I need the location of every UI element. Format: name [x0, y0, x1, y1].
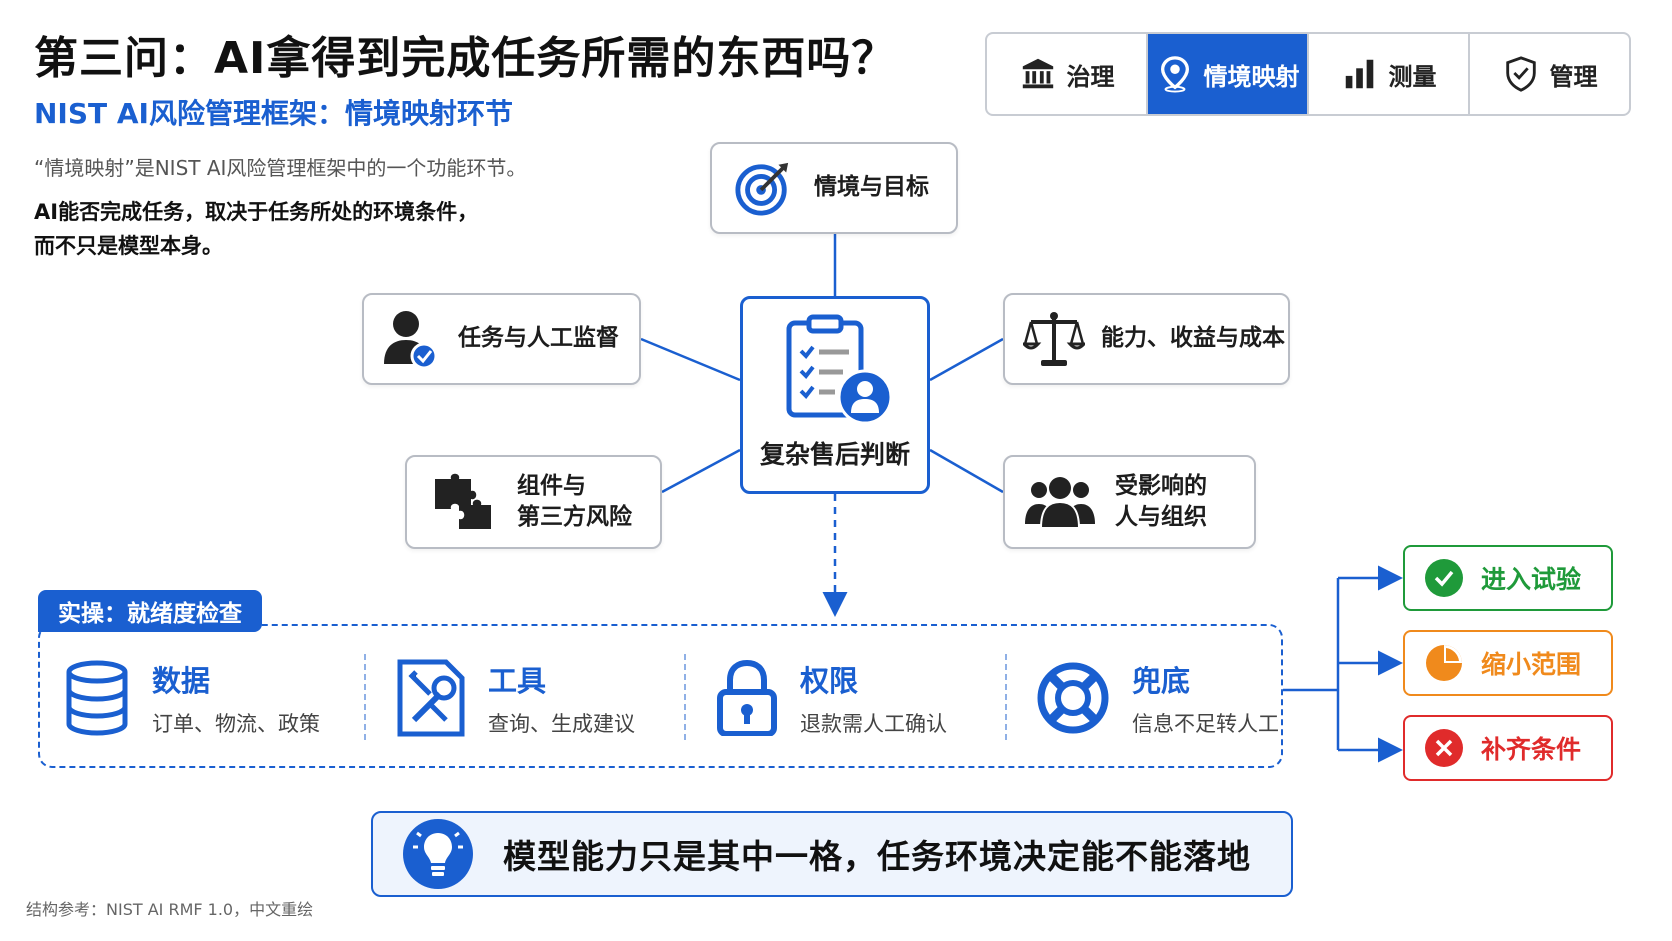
- readiness-desc: 退款需人工确认: [800, 712, 947, 736]
- node-label: 任务与人工监督: [458, 325, 619, 352]
- readiness-title: 工具: [488, 664, 547, 698]
- intro-text-3: 而不只是模型本身。: [34, 234, 223, 258]
- outcome-enter-trial[interactable]: 进入试验: [1403, 545, 1613, 611]
- intro-text-2: AI能否完成任务，取决于任务所处的环境条件，: [34, 200, 479, 224]
- institution-icon: [1022, 58, 1053, 89]
- readiness-tag: 实操：就绪度检查: [38, 590, 262, 632]
- outcome-narrow-scope[interactable]: 缩小范围: [1403, 630, 1613, 696]
- shield-check-icon: [1505, 56, 1536, 92]
- readiness-title: 数据: [152, 664, 211, 698]
- node-affected-people: 受影响的 人与组织: [1003, 455, 1256, 549]
- conclusion-banner: 模型能力只是其中一格，任务环境决定能不能落地: [371, 811, 1293, 897]
- readiness-item-data: 数据 订单、物流、政策: [64, 648, 320, 748]
- node-task-oversight: 任务与人工监督: [362, 293, 641, 385]
- conclusion-text: 模型能力只是其中一格，任务环境决定能不能落地: [503, 837, 1251, 876]
- check-icon: [1425, 559, 1463, 597]
- group-icon: [1025, 477, 1095, 529]
- user-check-icon: [384, 311, 438, 370]
- node-label: 能力、收益与成本: [1101, 325, 1285, 352]
- readiness-item-fallback: 兜底 信息不足转人工: [1036, 648, 1279, 748]
- database-icon: [66, 660, 128, 736]
- puzzle-icon: [435, 473, 491, 529]
- readiness-desc: 信息不足转人工: [1132, 712, 1279, 736]
- readiness-frame: [38, 624, 1283, 768]
- intro-text-1: “情境映射”是NIST AI风险管理框架中的一个功能环节。: [34, 156, 527, 180]
- page-title: 第三问：AI拿得到完成任务所需的东西吗？: [34, 33, 897, 84]
- node-context-goals: 情境与目标: [710, 142, 958, 234]
- tab-label: 管理: [1549, 62, 1598, 91]
- node-label-line1: 受影响的: [1115, 472, 1207, 499]
- lifebuoy-icon: [1037, 662, 1109, 734]
- node-label-line1: 组件与: [517, 472, 586, 499]
- framework-tabs: 治理 情境映射 测量 管理: [985, 32, 1631, 116]
- readiness-item-permission: 权限 退款需人工确认: [716, 648, 947, 748]
- node-label-line2: 人与组织: [1115, 504, 1207, 530]
- tools-icon: [397, 659, 465, 737]
- readiness-desc: 订单、物流、政策: [152, 712, 320, 736]
- lightbulb-icon: [403, 819, 473, 889]
- page-subtitle: NIST AI风险管理框架：情境映射环节: [34, 97, 513, 130]
- node-center: 复杂售后判断: [740, 296, 930, 494]
- x-icon: [1425, 729, 1463, 767]
- bar-chart-icon: [1345, 59, 1373, 89]
- tab-label: 治理: [1066, 62, 1115, 91]
- node-label: 情境与目标: [814, 174, 929, 201]
- outcome-label: 补齐条件: [1481, 735, 1582, 764]
- center-label: 复杂售后判断: [759, 440, 910, 469]
- tab-govern[interactable]: 治理: [987, 34, 1148, 114]
- node-label-line2: 第三方风险: [517, 504, 632, 530]
- readiness-item-tools: 工具 查询、生成建议: [396, 648, 635, 748]
- checklist-person-icon: [786, 314, 891, 425]
- outcome-label: 缩小范围: [1481, 650, 1582, 679]
- outcome-fill-conditions[interactable]: 补齐条件: [1403, 715, 1613, 781]
- lock-icon: [717, 660, 777, 736]
- tab-label: 情境映射: [1203, 62, 1300, 91]
- divider: [684, 654, 686, 740]
- readiness-title: 兜底: [1132, 664, 1191, 698]
- node-components-risk: 组件与 第三方风险: [405, 455, 662, 549]
- tab-measure[interactable]: 测量: [1309, 34, 1470, 114]
- map-pin-icon: [1160, 56, 1189, 93]
- tab-map[interactable]: 情境映射: [1148, 34, 1309, 114]
- target-icon: [735, 162, 789, 216]
- divider: [364, 654, 366, 740]
- scale-icon: [1023, 312, 1085, 366]
- pie-icon: [1425, 644, 1463, 682]
- node-capability-cost: 能力、收益与成本: [1003, 293, 1290, 385]
- outcome-label: 进入试验: [1481, 565, 1582, 594]
- readiness-title: 权限: [800, 664, 859, 698]
- tab-label: 测量: [1388, 62, 1437, 91]
- divider: [1005, 654, 1007, 740]
- source-note: 结构参考：NIST AI RMF 1.0，中文重绘: [26, 900, 314, 919]
- readiness-desc: 查询、生成建议: [488, 712, 635, 736]
- tab-manage[interactable]: 管理: [1470, 34, 1629, 114]
